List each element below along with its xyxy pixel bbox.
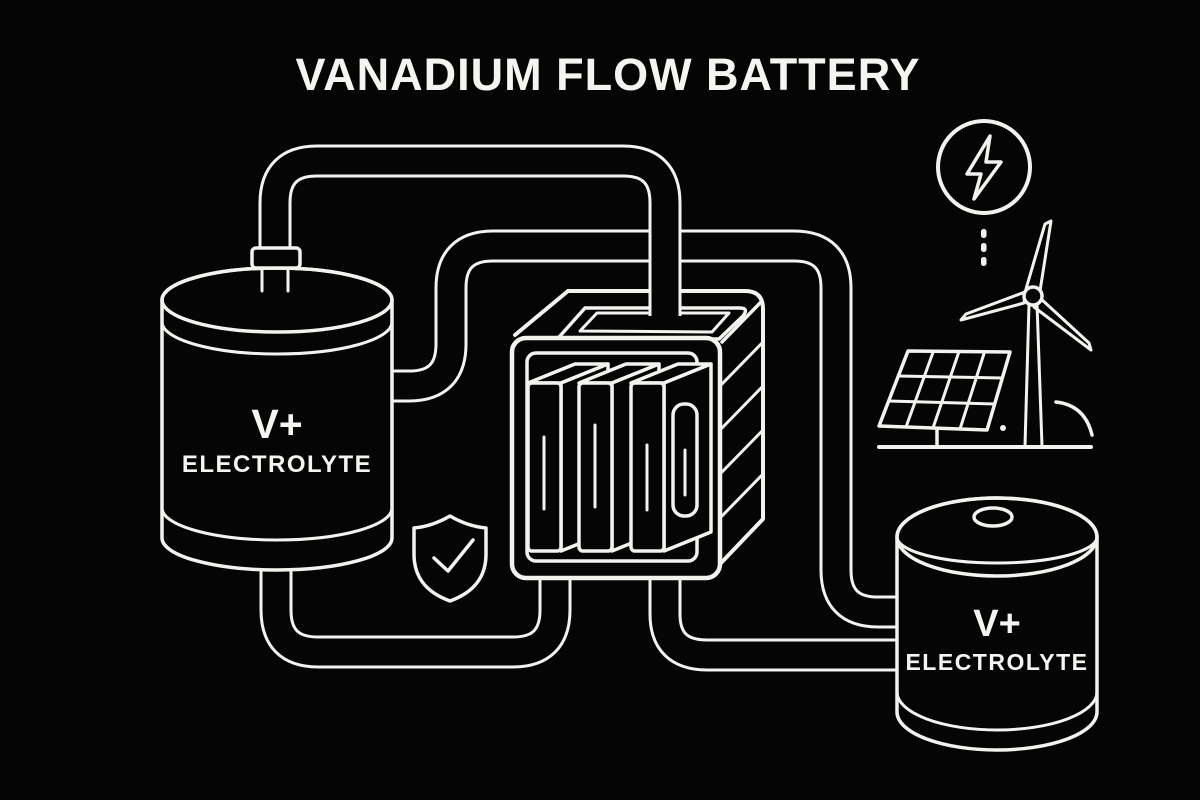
left-tank-label: ELECTROLYTE	[182, 451, 372, 478]
diagram-title: VANADIUM FLOW BATTERY	[295, 49, 920, 100]
tank-port	[972, 506, 1014, 528]
cell-stack	[509, 289, 765, 581]
stack-top-slot-inner	[578, 311, 731, 334]
lightning-bolt-icon	[936, 119, 1032, 215]
right-electrolyte-tank: V+ ELECTROLYTE	[895, 496, 1099, 752]
tank-cap	[250, 246, 302, 270]
tank-rim-arc	[160, 320, 394, 356]
checkmark	[432, 538, 475, 573]
cell-plate-3	[629, 362, 713, 553]
right-tank-label: ELECTROLYTE	[905, 649, 1088, 675]
stack-clamp	[671, 402, 699, 518]
wind-turbine-icon	[959, 219, 1093, 448]
dotted-connector	[981, 229, 987, 266]
pipe-right-bottom	[648, 572, 897, 672]
right-tank-symbol: V+	[973, 603, 1021, 645]
ground-dot	[1000, 425, 1006, 431]
solar-panel-icon	[877, 349, 1012, 448]
hill-curve	[1054, 400, 1094, 437]
left-electrolyte-tank: V+ ELECTROLYTE	[160, 246, 394, 572]
tank-bottom-band	[160, 506, 394, 542]
pipe-upper-loop	[392, 229, 897, 629]
shield-check-icon	[412, 514, 488, 603]
left-tank-symbol: V+	[251, 401, 302, 447]
stack-hatch-lines	[720, 340, 765, 518]
stack-top-left-bevel	[513, 289, 570, 337]
tank-bottom-band	[895, 690, 1099, 732]
tank-rim-arc	[895, 535, 1099, 565]
pipe-left-bottom	[259, 552, 572, 669]
stack-top-right-edge	[720, 300, 763, 344]
pipe-top	[258, 144, 682, 316]
stack-back-outline	[566, 289, 765, 565]
energy-source-icons	[877, 119, 1094, 449]
